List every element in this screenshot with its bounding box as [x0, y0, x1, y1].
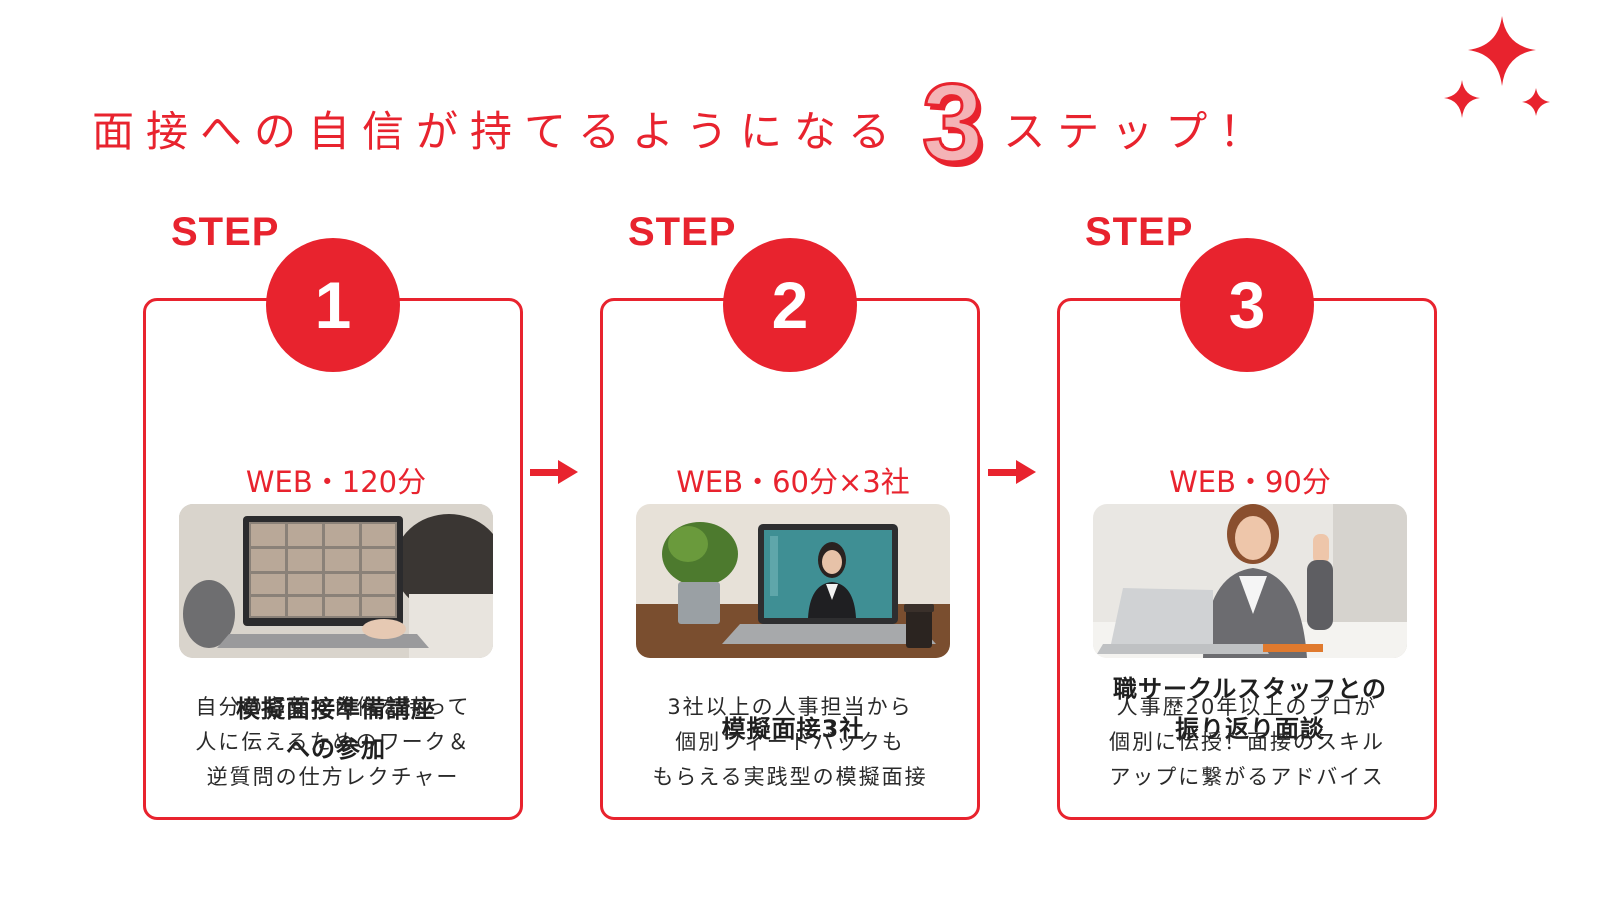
step-title: 職サークルスタッフとの 振り返り面談: [1060, 669, 1440, 749]
step-title: 模擬面接準備講座 への参加: [146, 689, 526, 769]
step-label: STEP: [1085, 210, 1194, 254]
step-3: STEP WEB・90分: [1057, 210, 1437, 820]
step-description-line: 個別に伝授！面接のスキル: [1109, 730, 1385, 754]
step-title-line: 振り返り面談: [1175, 715, 1325, 743]
step-description-line: もらえる実践型の模擬面接: [652, 765, 928, 789]
arrow-right-icon: [988, 460, 1036, 484]
step-description-line: 自分の言葉で自信を持って: [195, 695, 471, 719]
step-label: STEP: [171, 210, 280, 254]
step-label: STEP: [628, 210, 737, 254]
step-number-badge: 1: [266, 238, 400, 372]
step-description-line: 逆質問の仕方レクチャー: [206, 765, 460, 789]
step-number-badge: 3: [1180, 238, 1314, 372]
step-2: STEP WEB・60分×3社: [600, 210, 980, 820]
online-interview-laptop-photo: [636, 504, 950, 658]
headline-number: 3: [921, 62, 985, 185]
step-description-line: 人に伝えるためのワーク＆: [195, 730, 471, 754]
step-card: WEB・120分: [143, 298, 523, 820]
step-card: WEB・90分 職サークルスタッフとの: [1057, 298, 1437, 820]
video-conference-laptop-photo: [179, 504, 493, 658]
step-description-line: 人事歴20年以上のプロが: [1116, 695, 1378, 719]
step-description: 3社以上の人事担当から 個別フィードバックも もらえる実践型の模擬面接: [600, 690, 980, 795]
step-description: 人事歴20年以上のプロが 個別に伝授！面接のスキル アップに繋がるアドバイス: [1057, 690, 1437, 795]
step-description-line: 個別フィードバックも: [675, 730, 905, 754]
arrow-right-icon: [530, 460, 578, 484]
step-title-line: 職サークルスタッフとの: [1112, 675, 1388, 703]
step-card: WEB・60分×3社: [600, 298, 980, 820]
step-title-line: への参加: [286, 735, 386, 763]
headline-text-after: ステップ！: [1003, 106, 1274, 156]
step-title-line: 模擬面接3社: [721, 715, 865, 743]
advisor-waving-photo: [1093, 504, 1407, 658]
step-duration: WEB・120分: [245, 465, 427, 499]
step-description: 自分の言葉で自信を持って 人に伝えるためのワーク＆ 逆質問の仕方レクチャー: [143, 690, 523, 795]
step-duration: WEB・90分: [1169, 465, 1331, 499]
step-duration: WEB・60分×3社: [676, 465, 910, 499]
step-title-line: 模擬面接準備講座: [236, 695, 436, 723]
step-number-badge: 2: [723, 238, 857, 372]
sparkle-icon: [1444, 16, 1550, 118]
step-description-line: アップに繋がるアドバイス: [1109, 765, 1385, 789]
headline: 面接への自信が持てるようになる 3 ステップ！: [92, 67, 1274, 180]
step-description-line: 3社以上の人事担当から: [667, 695, 913, 719]
step-title: 模擬面接3社: [603, 709, 983, 749]
headline-text-before: 面接への自信が持てるようになる: [92, 106, 903, 156]
step-1: STEP WEB・120分: [143, 210, 523, 820]
